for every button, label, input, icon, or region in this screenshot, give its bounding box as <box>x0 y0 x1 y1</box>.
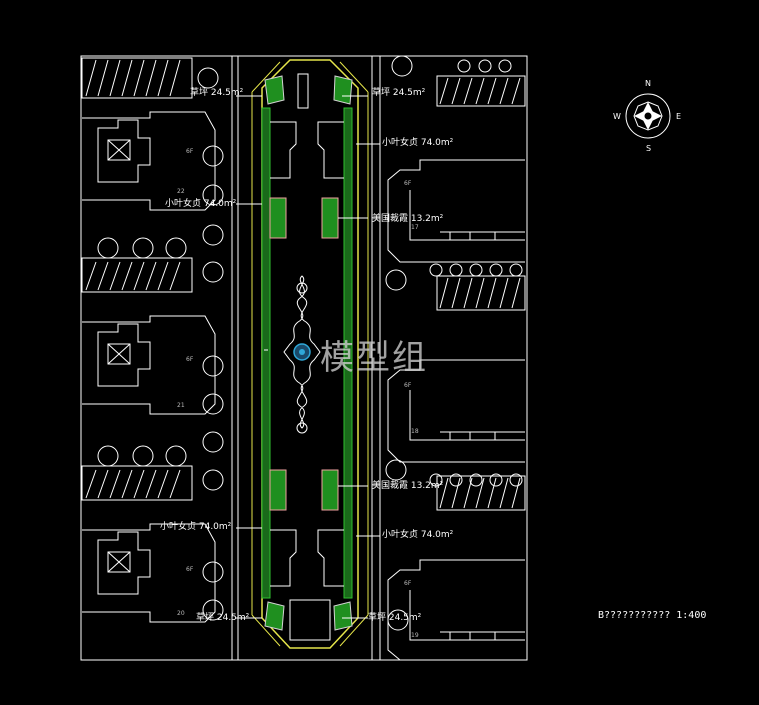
watermark: 模型组 <box>320 338 428 378</box>
label-lawn-top-right: 草坪 24.5m² <box>372 88 426 98</box>
label-lawn-bottom-left: 草坪 24.5m² <box>196 613 250 623</box>
compass-e: E <box>676 112 682 121</box>
floor-tag: 6F <box>186 566 194 573</box>
floor-tag: 6F <box>404 382 412 389</box>
label-privet-right-bottom: 小叶女贞 74.0m² <box>382 530 454 540</box>
central-park <box>236 59 380 649</box>
building-number: 22 <box>177 188 185 195</box>
floor-tag: 6F <box>404 180 412 187</box>
label-canna-top: 美国裁霞 13.2m² <box>372 214 444 224</box>
label-privet-left-top: 小叶女贞 74.0m² <box>165 199 237 209</box>
label-privet-right-top: 小叶女贞 74.0m² <box>382 138 454 148</box>
label-privet-left-bottom: 小叶女贞 74.0m² <box>160 522 232 532</box>
building-number: 19 <box>411 632 419 639</box>
building-number: 17 <box>411 224 419 231</box>
floor-tag: 6F <box>186 148 194 155</box>
label-canna-bottom: 美国裁霞 13.2m² <box>372 481 444 491</box>
hedge-right <box>343 107 353 599</box>
label-lawn-bottom-right: 草坪 24.5m² <box>368 613 422 623</box>
label-lawn-top-left: 草坪 24.5m² <box>190 88 244 98</box>
compass-rose <box>625 93 671 139</box>
trees <box>97 55 523 631</box>
scale-note: B??????????? 1:400 <box>598 610 707 621</box>
floor-tag: 6F <box>186 356 194 363</box>
left-buildings <box>81 56 239 660</box>
compass-s: S <box>646 144 652 153</box>
building-number: 20 <box>177 610 185 617</box>
compass-n: N <box>645 79 651 88</box>
plan-border <box>80 55 528 661</box>
hedge-left <box>261 107 271 599</box>
building-number: 18 <box>411 428 419 435</box>
right-buildings <box>371 56 526 661</box>
building-number: 21 <box>177 402 185 409</box>
compass-w: W <box>613 112 621 121</box>
floor-tag: 6F <box>404 580 412 587</box>
fountain-water <box>283 275 321 429</box>
